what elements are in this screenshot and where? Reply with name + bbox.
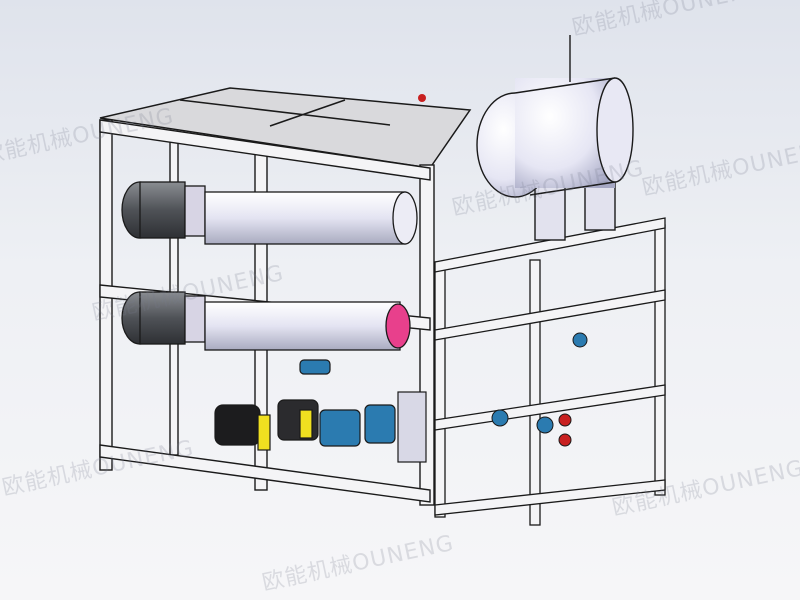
expansion-tank	[476, 35, 634, 241]
red-fitting	[418, 94, 426, 102]
pump-assembly	[214, 359, 427, 463]
heater-tube-lower	[121, 291, 411, 351]
side-frame	[434, 217, 666, 526]
side-valves	[491, 332, 588, 447]
heater-tube-upper	[121, 181, 418, 245]
